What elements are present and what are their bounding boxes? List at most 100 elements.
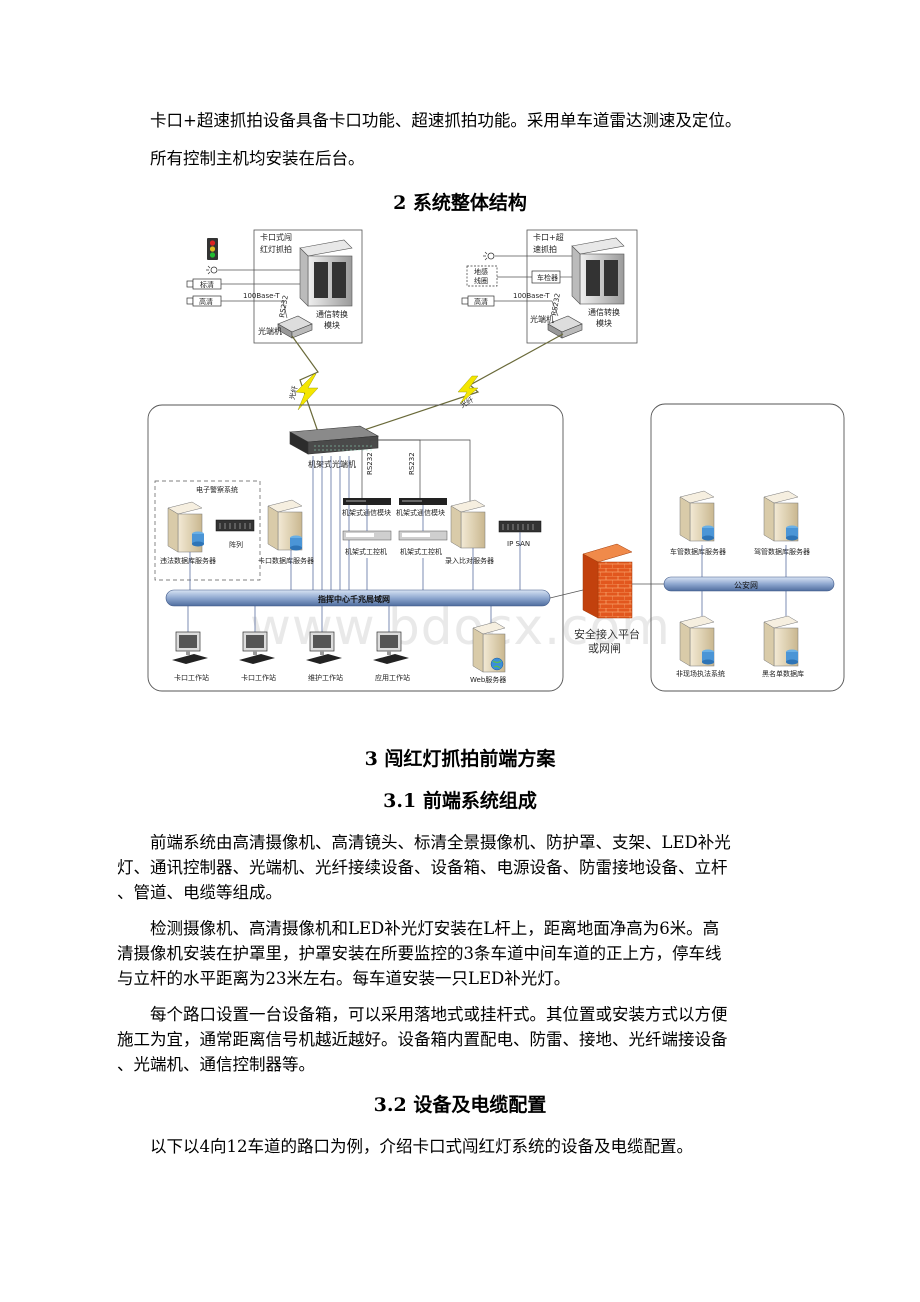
ctrl-1-label: 机架式工控机 [345, 547, 387, 556]
ws2-label: 卡口工作站 [241, 673, 276, 682]
flash-lamp-icon [483, 251, 574, 261]
access-server-label: 录入比对服务器 [445, 556, 494, 565]
bayonet-db-label: 卡口数据库服务器 [258, 556, 314, 565]
lan-label: 指挥中心千兆局域网 [318, 594, 390, 604]
site1-module-2: 模块 [324, 320, 340, 330]
site-2-speed-capture-box: 卡口+超 速抓拍 地感 线圈 车检器 高清 100Base-T RS232 [461, 229, 638, 344]
comm-module-server-icon [571, 237, 625, 305]
section-3-2-title: 3.2 设备及电缆配置 [373, 1094, 547, 1116]
site2-title-1: 卡口+超 [533, 232, 564, 242]
violation-db-label: 违法数据库服务器 [160, 556, 216, 565]
site2-title-2: 速抓拍 [533, 244, 557, 254]
site2-rs232-label: RS232 [550, 293, 562, 317]
para-3-line-1: 每个路口设置一台设备箱，可以采用落地式或挂杆式。其位置或安装方式以方便 [150, 1005, 728, 1024]
intro-line-2: 所有控制主机均安装在后台。 [150, 149, 365, 168]
rack-rs232-1: RS232 [366, 452, 374, 475]
site1-link-label: 100Base-T [243, 292, 280, 300]
para-1-line-2: 灯、通讯控制器、光端机、光纤接续设备、设备箱、电源设备、防雷接地设备、立杆 [117, 858, 728, 877]
violation-db-server-icon [167, 501, 204, 553]
rack-optical-transceiver-icon [288, 425, 380, 455]
driver-db-server-icon [763, 490, 799, 542]
ipsan-label: IP SAN [507, 540, 530, 548]
site-1-red-light-box: 卡口式闯 红灯抓拍 标清 高清 100Base-T RS232 [186, 229, 363, 344]
e-police-label: 电子警察系统 [196, 485, 238, 494]
site1-cam-hd-label: 高清 [199, 297, 213, 306]
comm-2-label: 机架式通信模块 [396, 508, 445, 517]
rack-comm-module-1 [343, 498, 391, 505]
para-1-line-1: 前端系统由高清摄像机、高清镜头、标清全景摄像机、防护罩、支架、LED补光 [150, 833, 731, 852]
ws1-label: 卡口工作站 [174, 673, 209, 682]
para-2-line-2: 清摄像机安装在护罩里，护罩安装在所要监控的3条车道中间车道的正上方，停车线 [117, 944, 722, 963]
site1-rs232-label: RS232 [278, 295, 290, 319]
command-center-frame [147, 404, 564, 692]
hd-camera-icon [461, 295, 559, 317]
site1-title-2: 红灯抓拍 [260, 244, 292, 254]
workstation-icon [306, 631, 342, 664]
array-label: 阵列 [229, 540, 243, 549]
section-3-1-title: 3.1 前端系统组成 [383, 790, 537, 812]
section-2-title: 2 系统整体结构 [393, 192, 527, 214]
optical-transceiver-icon [277, 315, 313, 339]
optical-transceiver-icon [547, 315, 583, 339]
rack-rs232-2: RS232 [408, 452, 416, 475]
driver-db-label: 驾管数据库服务器 [754, 547, 810, 556]
workstation-icon [239, 631, 275, 664]
site2-optical-label: 光端机 [530, 314, 554, 324]
onsite-label: 非现场执法系统 [676, 669, 725, 678]
para-3-line-2: 施工为宜，通常距离信号机越近越好。设备箱内置配电、防雷、接地、光纤端接设备 [117, 1030, 728, 1049]
fiber-link-2 [339, 333, 564, 439]
police-net-label: 公安网 [734, 580, 758, 590]
flash-lamp-icon [206, 265, 302, 275]
site1-module-1: 通信转换 [316, 309, 348, 319]
fiber-link-1 [291, 335, 319, 433]
police-network-frame [650, 403, 845, 692]
web-label: Web服务器 [470, 675, 506, 684]
firewall-icon [582, 543, 633, 619]
site2-module-2: 模块 [596, 318, 612, 328]
blacklist-label: 黑名单数据库 [762, 669, 804, 678]
para-1-line-3: 、管道、电缆等组成。 [117, 883, 282, 902]
gateway-label-1: 安全接入平台 [574, 627, 640, 641]
comm-1-label: 机架式通信模块 [342, 508, 391, 517]
section-3-title: 3 闯红灯抓拍前端方案 [364, 748, 556, 770]
site2-sensor-1: 地感 [474, 267, 488, 276]
disk-array-icon [215, 519, 255, 532]
vehicle-db-server-icon [679, 490, 715, 542]
site1-title-1: 卡口式闯 [260, 232, 292, 242]
onsite-enforcement-server-icon [679, 615, 715, 667]
vehicle-db-label: 车管数据库服务器 [670, 547, 726, 556]
ws3-label: 维护工作站 [308, 673, 343, 682]
bayonet-db-server-icon [267, 499, 303, 551]
para-3-line-3: 、光端机、通信控制器等。 [117, 1055, 315, 1074]
site2-sensor-2: 线圈 [474, 276, 488, 285]
para-2-line-3: 与立杆的水平距离为23米左右。每车道安装一只LED补光灯。 [117, 969, 571, 988]
rack-wiring [312, 456, 350, 594]
gateway-label-2: 或网闸 [588, 642, 621, 655]
ip-san-icon [498, 520, 542, 533]
workstation-icon [172, 631, 208, 664]
site2-cam-label: 高清 [474, 297, 488, 306]
rack-comm-module-2 [399, 498, 447, 505]
intro-line-1: 卡口+超速抓拍设备具备卡口功能、超速抓拍功能。采用单车道雷达测速及定位。 [150, 111, 742, 130]
para-4: 以下以4向12车道的路口为例，介绍卡口式闯红灯系统的设备及电缆配置。 [150, 1137, 693, 1156]
site2-link-label: 100Base-T [513, 292, 550, 300]
traffic-light-icon [207, 238, 218, 260]
para-2-line-1: 检测摄像机、高清摄像机和LED补光灯安装在L杆上，距离地面净高为6米。高 [150, 919, 720, 938]
hd-camera-icon [186, 295, 288, 319]
rack-industrial-pc-2 [398, 530, 448, 541]
site2-module-1: 通信转换 [588, 307, 620, 317]
access-compare-server-icon [450, 499, 486, 549]
web-server-icon [472, 621, 506, 673]
ws4-label: 应用工作站 [375, 673, 410, 682]
comm-module-server-icon [299, 239, 353, 307]
sd-camera-icon [186, 278, 302, 290]
site1-optical-label: 光端机 [258, 326, 282, 336]
site2-ctrl-label: 车检器 [537, 273, 558, 282]
blacklist-db-server-icon [763, 615, 799, 667]
police-network-bus [663, 576, 835, 592]
rack-label: 机架式光端机 [308, 459, 356, 469]
ctrl-2-label: 机架式工控机 [400, 547, 442, 556]
site1-cam-sd-label: 标清 [200, 280, 214, 289]
workstation-icon [373, 631, 409, 664]
